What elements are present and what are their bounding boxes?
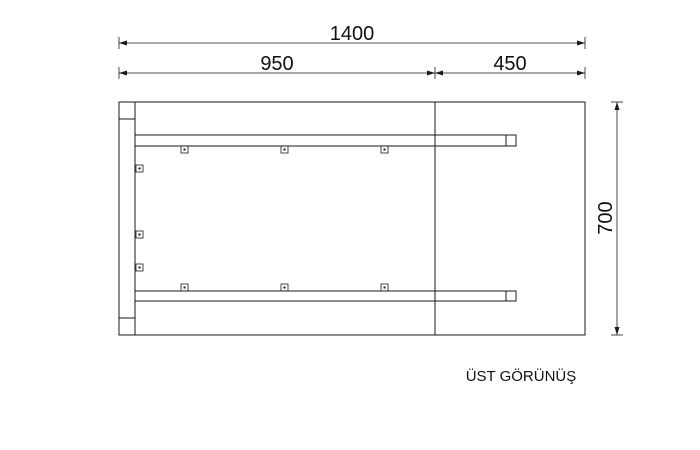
depth-label: 700: [595, 201, 617, 234]
fastener-lower-3: [380, 283, 389, 292]
left-frame-post: [118, 101, 136, 336]
right-section-label: 450: [493, 53, 526, 75]
upper-rail: [134, 134, 517, 147]
right-section-dimension: 450: [435, 53, 586, 79]
fastener-upper-2: [280, 145, 289, 154]
fastener-post-2: [135, 230, 144, 239]
corner-leg-bottom: [118, 317, 136, 336]
corner-leg-top: [118, 101, 136, 120]
fastener-post-3: [135, 263, 144, 272]
fasteners: [135, 145, 389, 292]
overall-width-label: 1400: [330, 23, 375, 45]
view-caption: ÜST GÖRÜNÜŞ: [466, 367, 577, 385]
lower-rail-end: [505, 290, 517, 302]
lower-rail: [134, 290, 517, 302]
left-section-dimension: 950: [118, 53, 436, 79]
table-top: [118, 101, 586, 336]
fastener-lower-2: [280, 283, 289, 292]
overall-width-dimension: 1400: [118, 23, 586, 49]
fastener-lower-1: [180, 283, 189, 292]
fastener-upper-3: [380, 145, 389, 154]
left-section-label: 950: [260, 53, 293, 75]
depth-dimension: 700: [595, 101, 623, 336]
fastener-post-1: [135, 164, 144, 173]
upper-rail-end: [505, 134, 517, 147]
fastener-upper-1: [180, 145, 189, 154]
